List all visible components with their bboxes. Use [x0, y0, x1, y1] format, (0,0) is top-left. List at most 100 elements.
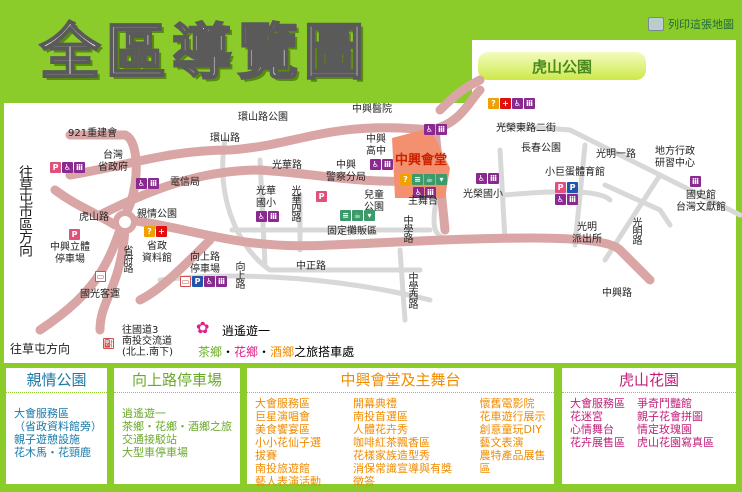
accessible-icon: ♿	[256, 211, 267, 222]
restroom-icon: ⅲ	[567, 194, 578, 205]
accessible-icon: ♿	[555, 194, 566, 205]
zhongxue-rd-label: 中學路	[401, 215, 412, 242]
parking-icon: P	[69, 229, 80, 240]
list-item: 大會服務區	[255, 397, 310, 410]
first-aid-icon: +	[500, 98, 511, 109]
list-item: 花樣家族造型秀	[353, 449, 430, 462]
parking-icon: P	[50, 162, 61, 173]
parking-icon: P	[555, 182, 566, 193]
list-item: 南投首選區	[353, 410, 408, 423]
list-item: 人體花卉秀	[353, 423, 408, 436]
huanshan-rd-label: 環山路	[210, 133, 240, 144]
freeway-icon: ⛽	[103, 338, 114, 349]
guangrong-school-icons: ♿ⅲ	[476, 173, 499, 184]
restroom-icon: ⅲ	[488, 173, 499, 184]
tea-label: 茶鄉	[198, 345, 223, 359]
list-item: 逍遙遊一	[122, 407, 166, 420]
drink-icon: ▾	[436, 174, 447, 185]
zhongxing-hall-label: 中興會堂	[395, 153, 448, 168]
guangming-police-label: 光明 派出所	[572, 222, 602, 245]
guangming-1st-rd-label: 光明一路	[596, 149, 636, 160]
list-item: 大會服務區	[570, 397, 625, 410]
list-item: 開幕典禮	[353, 397, 397, 410]
xiangshang-parking-icons: ▭P♿ⅲ	[180, 276, 227, 287]
panel-title: 親情公園	[6, 368, 107, 393]
print-map-button[interactable]: 列印這張地圖	[648, 16, 734, 32]
flower-label: 花鄉	[234, 345, 259, 359]
list-item: 心情舞台	[570, 423, 614, 436]
list-item: 虎山花園寫真區	[637, 436, 714, 449]
accessible-icon: ♿	[62, 162, 73, 173]
hushan-park-button[interactable]: 虎山公園	[478, 52, 646, 80]
kuokuang-label: 國光客運	[80, 289, 120, 300]
to-freeway-label: 往國道3 南投交流道 (北上.南下)	[122, 325, 173, 358]
list-item: 美食饗宴區	[255, 423, 310, 436]
first-aid-icon: +	[156, 226, 167, 237]
restroom-icon: ⅲ	[268, 211, 279, 222]
info-icon: ?	[488, 98, 499, 109]
telecom-icons: ♿ⅲ	[136, 178, 159, 189]
parking-icon: P	[192, 276, 203, 287]
guanghua-school-icons: ♿ⅲ	[256, 211, 279, 222]
telecom-label: 電信局	[170, 177, 200, 188]
info-icon: ?	[144, 226, 155, 237]
freeway-sign-icon: ⛽	[103, 338, 114, 349]
list-item: 花迷宮	[570, 410, 603, 423]
list-item: （省政資料館旁）	[14, 420, 102, 433]
gym-label: 小巨蛋體育館	[545, 167, 605, 178]
bus-station-icon: ▭	[95, 271, 106, 282]
park-entrance-icons: ?+♿ⅲ	[488, 98, 535, 109]
panel-hushan-garden: 虎山花園 大會服務區花迷宮心情舞台花卉展售區 爭奇鬥豔館親子花會拼圖情定玫瑰園虎…	[562, 368, 736, 484]
hushan-rd-label: 虎山路	[79, 212, 109, 223]
drink-icon: ▾	[364, 210, 375, 221]
to-caotun-label: 往草屯方向	[10, 342, 71, 356]
list-item: 情定玫瑰園	[637, 423, 692, 436]
list-item: 爭奇鬥豔館	[637, 397, 692, 410]
main-stage-label: 主舞台	[408, 196, 438, 207]
history-museum-label: 國史館 台灣文獻館	[676, 190, 726, 213]
list-item: 交通接駁站	[122, 433, 177, 446]
huanshan-park-label: 環山路公園	[238, 112, 288, 123]
zhongxing-rd-label: 中興路	[602, 288, 632, 299]
bus-icon: ▭	[180, 276, 191, 287]
food-icon: ≡	[412, 174, 423, 185]
accessible-icon: ♿	[424, 124, 435, 135]
panel-title: 中興會堂及主舞台	[247, 368, 554, 393]
guangrong-e-rd-label: 光榮東路二街	[496, 123, 556, 134]
minor-roads	[157, 122, 742, 323]
restroom-icon: ⅲ	[436, 124, 447, 135]
restroom-icon: ⅲ	[148, 178, 159, 189]
guanghua-school-label: 光華 國小	[256, 186, 276, 209]
tour-line1: 逍遙遊一	[222, 324, 271, 338]
hospital-icons: ♿ⅲ	[424, 124, 447, 135]
prov-archives-label: 省政 資料館	[142, 241, 172, 264]
accessible-icon: ♿	[136, 178, 147, 189]
hospital-label: 中興醫院	[352, 104, 392, 115]
shengfu-rd-label: 省府路	[121, 245, 132, 272]
list-item: 懷舊電影院	[479, 397, 535, 410]
parking-lot-icon: P	[316, 191, 327, 202]
zhongxing-parking-icon: P	[69, 229, 80, 240]
hall-icons: ?≡☕▾	[400, 174, 447, 185]
tour-suffix: 之旅搭車處	[294, 345, 355, 359]
parking-icon: P	[567, 182, 578, 193]
xiangshang-parking-label: 向上路 停車場	[190, 252, 220, 275]
list-item: 南投旅遊館	[255, 462, 310, 475]
food-icon: ≡	[340, 210, 351, 221]
road-network	[35, 75, 742, 335]
major-roads	[35, 75, 655, 335]
restroom-icon: ⅲ	[690, 176, 701, 187]
stalls-icons: ≡☕▾	[340, 210, 375, 221]
list-item: 親子遊憩設施	[14, 433, 80, 446]
list-item: 藝文表演	[479, 436, 524, 449]
list-item: 小小花仙子選拔賽	[255, 436, 321, 462]
zhongxue-w-rd-label: 中學西路	[406, 272, 417, 308]
list-item: 花車遊行展示	[479, 410, 546, 423]
list-item: 花卉展售區	[570, 436, 625, 449]
stalls-label: 固定攤販區	[327, 226, 377, 237]
accessible-icon: ♿	[370, 159, 381, 170]
training-center-label: 地方行政 研習中心	[655, 146, 695, 169]
print-label: 列印這張地圖	[668, 18, 734, 31]
museum-icons: ⅲ	[690, 176, 701, 187]
